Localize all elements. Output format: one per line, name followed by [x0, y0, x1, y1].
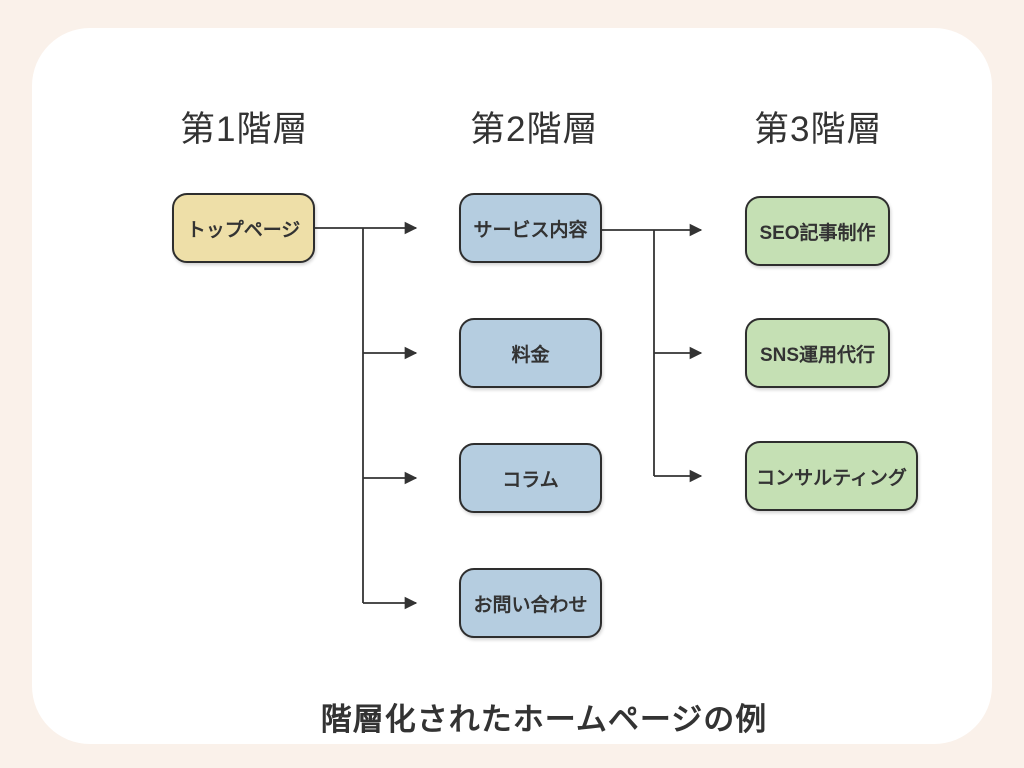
node-service-content: サービス内容	[459, 193, 602, 263]
column-header-level3: 第3階層	[754, 110, 883, 149]
node-service-content-label: サービス内容	[473, 219, 588, 241]
diagram-caption: 階層化されたホームページの例	[320, 702, 768, 737]
node-top-page-label: トップページ	[186, 219, 301, 241]
diagram-card: 第1階層 第2階層 第3階層 トップページ サービス内容	[32, 28, 992, 744]
node-consulting-label: コンサルティング	[756, 467, 907, 489]
node-seo-articles-label: SEO記事制作	[759, 222, 876, 244]
node-contact: お問い合わせ	[459, 568, 602, 638]
column-header-level1: 第1階層	[180, 110, 309, 149]
node-top-page: トップページ	[172, 193, 315, 263]
node-sns-management: SNS運用代行	[745, 318, 890, 388]
node-contact-label: お問い合わせ	[473, 594, 588, 616]
node-seo-articles: SEO記事制作	[745, 196, 890, 266]
node-column-label: コラム	[502, 469, 559, 491]
node-pricing: 料金	[459, 318, 602, 388]
node-pricing-label: 料金	[511, 344, 550, 366]
node-column: コラム	[459, 443, 602, 513]
node-consulting: コンサルティング	[745, 441, 918, 511]
column-header-level2: 第2階層	[470, 110, 599, 149]
node-sns-management-label: SNS運用代行	[759, 344, 876, 366]
